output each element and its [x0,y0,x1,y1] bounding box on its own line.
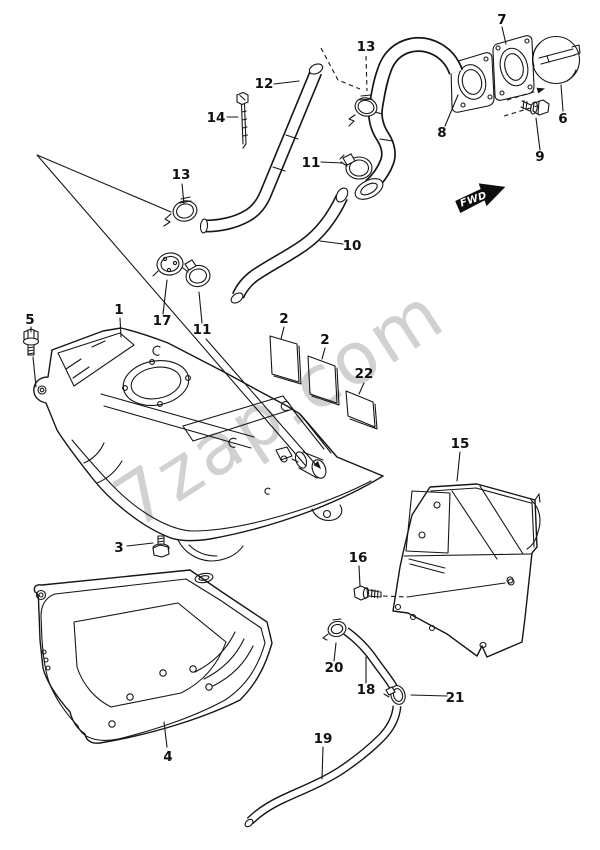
tank-cover-bracket [392,483,541,658]
drain-hose-19 [244,705,402,828]
part-callout-11: 11 [302,155,321,171]
fwd-direction-arrow: FWD [455,183,506,213]
lower-shield-tray [33,569,273,744]
part-callout-2: 2 [279,311,288,327]
bolt-5 [22,328,40,356]
part-callout-6: 6 [558,111,567,127]
bolt-9 [520,99,550,116]
part-callout-5: 5 [25,312,34,328]
part-callout-13: 13 [172,167,191,183]
part-callout-18: 18 [357,682,376,698]
part-callout-4: 4 [163,749,172,765]
part-callout-16: 16 [349,550,368,566]
part-callout-3: 3 [114,540,123,556]
hose-clamp-20 [322,618,347,641]
part-callout-13: 13 [357,39,376,55]
hose-clamp-11-top [339,153,373,180]
part-callout-11: 11 [193,322,212,338]
part-callout-2: 2 [320,332,329,348]
cushion-pads [269,335,378,430]
hose-clamp-13-left [163,196,198,227]
filler-neck-tube [354,37,464,200]
screw-14 [236,91,249,149]
fuel-cap [531,35,581,85]
fwd-arrow-label: FWD [459,190,489,209]
leader-lines [30,26,564,780]
part-callout-12: 12 [255,76,274,92]
filler-gasket-plate [492,35,535,101]
breather-pipe [199,63,324,234]
part-callout-15: 15 [451,436,470,452]
part-callout-21: 21 [446,690,465,706]
part-callout-9: 9 [535,149,544,165]
part-callout-8: 8 [437,125,446,141]
part-callout-14: 14 [207,110,226,126]
fwd-arrow-shape [455,183,506,213]
part-callout-17: 17 [153,313,172,329]
part-callout-20: 20 [325,660,344,676]
drain-hose-18 [343,627,398,691]
hose-clamp-13-top [348,94,378,127]
part-callout-19: 19 [314,731,333,747]
part-callout-1: 1 [114,302,123,318]
bolt-16 [353,585,382,601]
part-callout-7: 7 [497,12,506,28]
bolt-3 [152,535,170,558]
hose-clamp-11-mid [182,259,211,288]
fuel-hose-10 [230,187,349,304]
part-callout-10: 10 [343,238,362,254]
hose-clamp-21 [383,685,406,705]
part-callout-22: 22 [355,366,374,382]
hose-clamp-17 [152,252,184,277]
fuel-tank [33,327,384,562]
